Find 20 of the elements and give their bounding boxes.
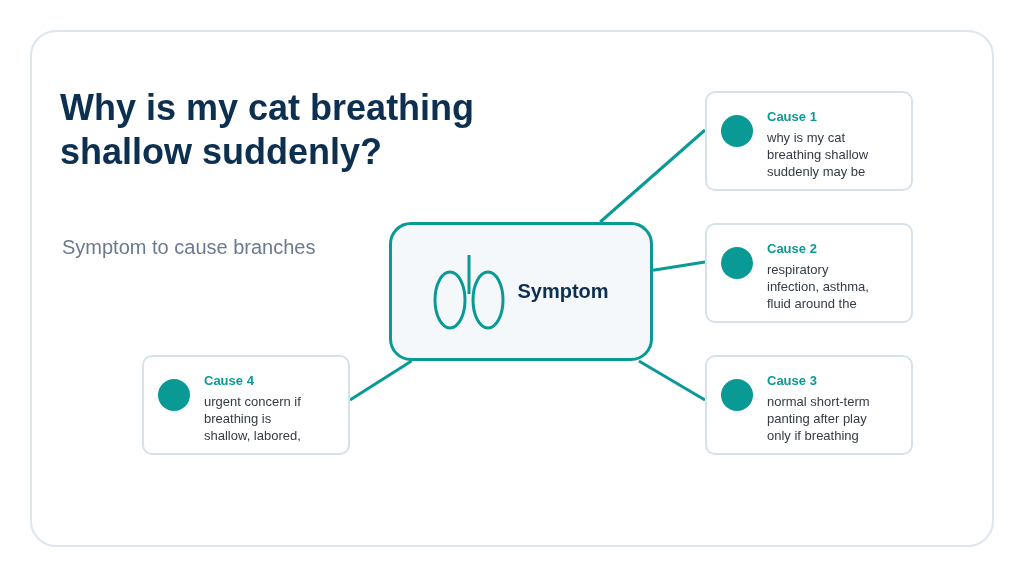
cause-card	[142, 355, 350, 455]
cause-description: respiratory infection, asthma, fluid around the	[767, 261, 870, 312]
subtitle-text: Symptom to cause branches	[62, 236, 316, 259]
connector-line	[599, 128, 706, 224]
symptom-box	[389, 222, 653, 361]
connector-line	[349, 359, 413, 402]
cause-heading: Cause 2	[767, 241, 817, 257]
cause-heading: Cause 4	[204, 373, 254, 389]
connector-line	[652, 260, 706, 272]
cause-card	[705, 355, 913, 455]
cause-card	[705, 91, 913, 191]
diagram-title: Why is my cat breathing shallow suddenly?	[60, 86, 476, 174]
cause-card	[705, 223, 913, 323]
cause-heading: Cause 1	[767, 109, 817, 125]
cause-heading: Cause 3	[767, 373, 817, 389]
connector-line	[638, 359, 706, 402]
cause-description: urgent concern if breathing is shallow, labored,	[204, 393, 302, 444]
symptom-label: Symptom	[517, 280, 609, 303]
cause-description: normal short-term panting after play only if breathing	[767, 393, 871, 444]
cause-description: why is my cat breathing shallow suddenly may be	[767, 129, 870, 180]
